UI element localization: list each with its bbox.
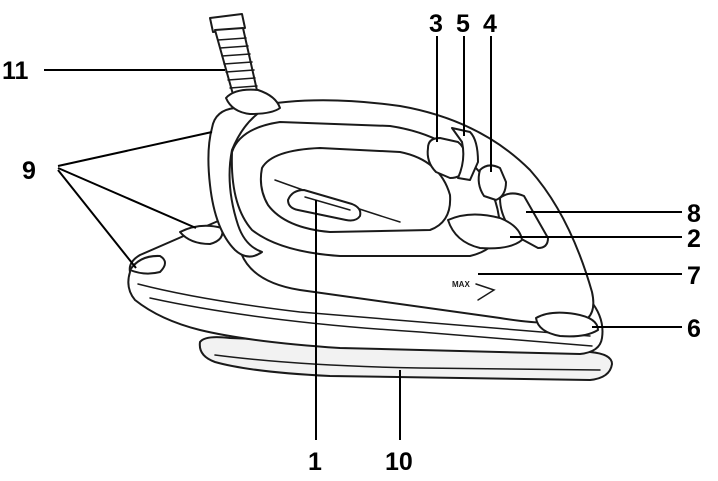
callout-5: 5 — [456, 10, 470, 38]
callout-8: 8 — [687, 200, 701, 228]
callout-2: 2 — [687, 225, 701, 253]
callouts: 11 9 3 5 4 8 2 7 6 1 10 — [2, 10, 701, 476]
cord-guard — [209, 13, 281, 115]
callout-7: 7 — [687, 262, 701, 290]
rear-tips — [129, 224, 224, 275]
callout-1: 1 — [308, 448, 322, 476]
temperature-dial — [447, 213, 523, 250]
leader-9-c — [57, 169, 137, 269]
leader-9-a — [57, 131, 213, 167]
max-label: MAX — [452, 280, 470, 289]
callout-10: 10 — [385, 448, 413, 476]
callout-3: 3 — [429, 10, 443, 38]
water-inlet — [535, 311, 599, 338]
leader-9-b — [57, 167, 197, 229]
callout-9: 9 — [22, 157, 36, 185]
callout-6: 6 — [687, 315, 701, 343]
callout-11: 11 — [2, 57, 29, 85]
callout-4: 4 — [483, 10, 497, 38]
leader-lines — [44, 36, 682, 440]
fill-cover — [287, 189, 362, 222]
soleplate — [198, 336, 613, 381]
max-marker: MAX — [452, 280, 496, 301]
control-buttons — [426, 127, 549, 249]
